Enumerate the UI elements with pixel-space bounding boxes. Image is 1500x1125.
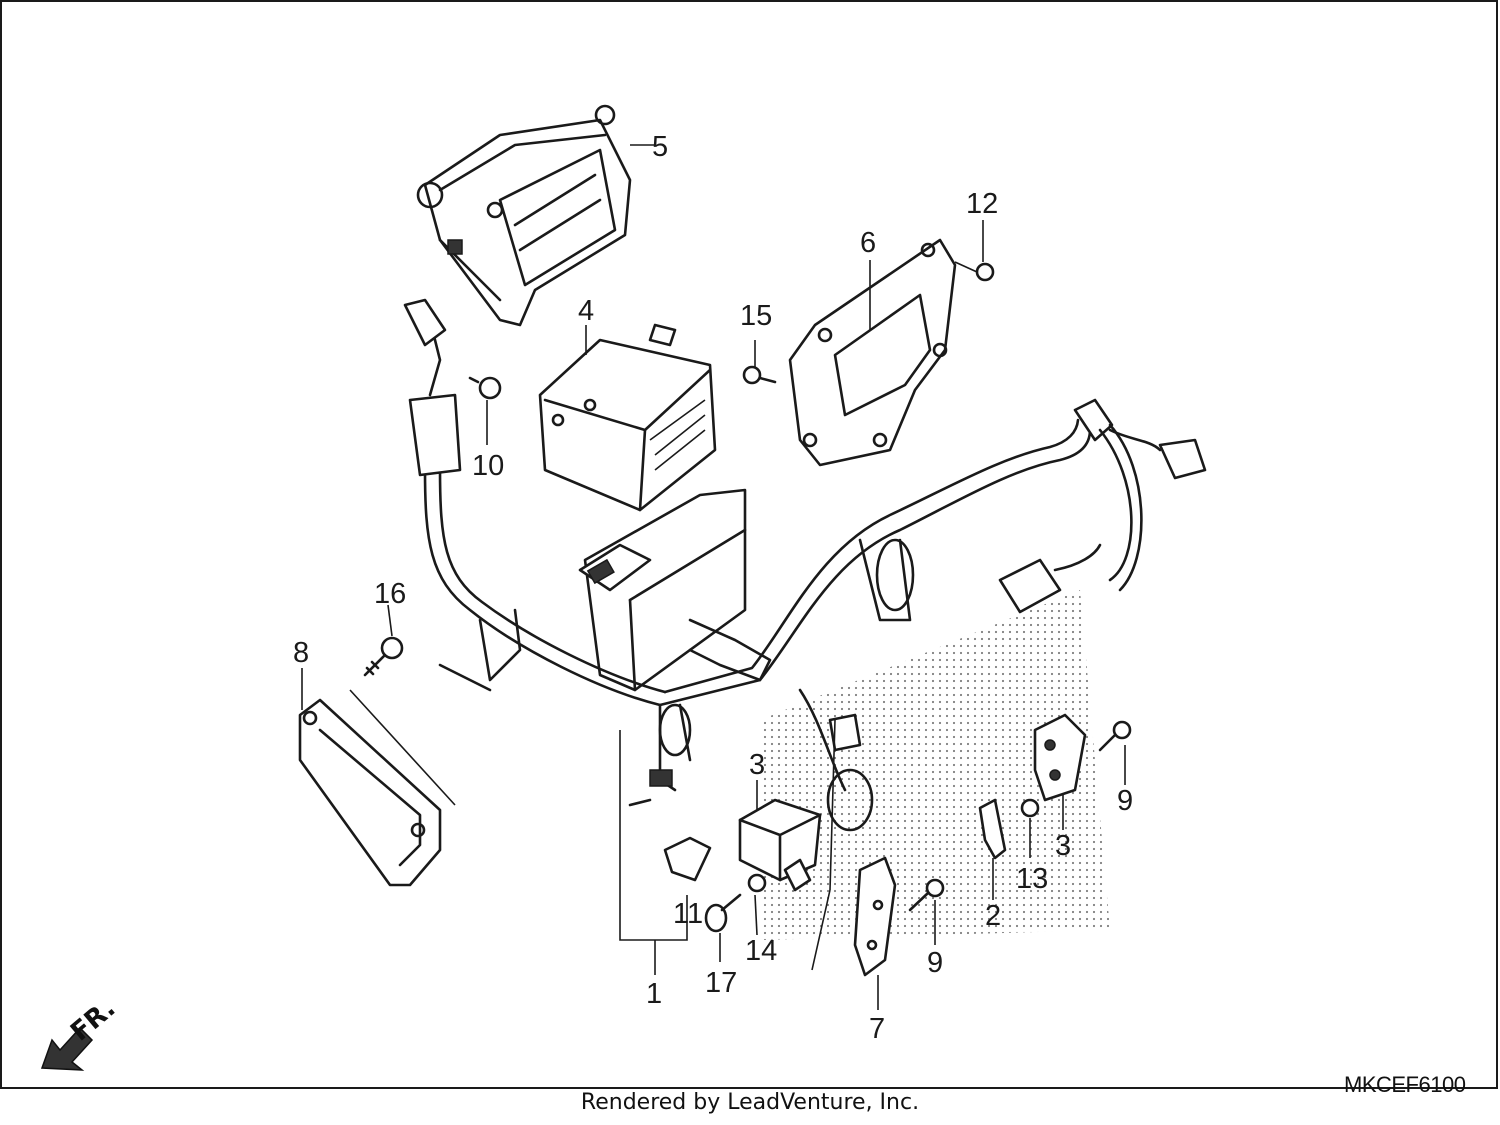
callout-4: 4 [578,295,594,327]
diagram-code: MKCEF6100 [1344,1072,1466,1097]
part-ecu-unit [578,488,772,692]
part-16-bolt [363,636,404,677]
front-direction-indicator: FR. [40,993,121,1071]
callout-12: 12 [966,188,998,220]
part-1-wire-harness [403,298,1207,832]
part-6-cover-plate [788,238,957,467]
part-13-washer [1020,798,1040,818]
callout-5: 5 [652,131,668,163]
callout-17: 17 [705,967,737,999]
part-8-bracket-plate [298,689,456,887]
part-5-mount-frame [416,104,632,327]
part-9-bolt-lower [908,878,945,912]
part-3-relay-right [1033,713,1087,802]
part-12-bolt [954,261,995,282]
callout-2: 2 [985,900,1001,932]
callout-3-right: 3 [1055,830,1071,862]
leader-lines [301,144,1126,1010]
part-7-bracket [853,856,897,977]
callout-14: 14 [745,935,777,967]
callout-8: 8 [293,637,309,669]
callout-6: 6 [860,227,876,259]
callout-16: 16 [374,578,406,610]
callout-9-lower: 9 [927,947,943,979]
part-14-washer [747,873,767,893]
diagram-border [0,0,1498,1089]
part-2-small-bracket [978,798,1007,860]
part-4-module-box [538,323,717,512]
callout-9-right: 9 [1117,785,1133,817]
part-11-clamp [663,836,712,882]
part-15-bolt [742,365,777,385]
footer-credit: Rendered by LeadVenture, Inc. [580,1090,920,1115]
callout-7: 7 [869,1013,885,1045]
callout-1: 1 [646,978,662,1010]
part-17-bolt [704,893,742,933]
stipple-shading [760,590,1110,940]
callout-10: 10 [472,450,504,482]
callout-3-left: 3 [749,749,765,781]
part-3-relay-left [738,798,822,892]
part-9-bolt-right [1098,720,1132,752]
part-10-bolt [468,376,502,400]
callout-15: 15 [740,300,772,332]
callout-11: 11 [673,898,703,930]
callout-13: 13 [1016,863,1048,895]
front-arrow-icon [40,1026,94,1071]
